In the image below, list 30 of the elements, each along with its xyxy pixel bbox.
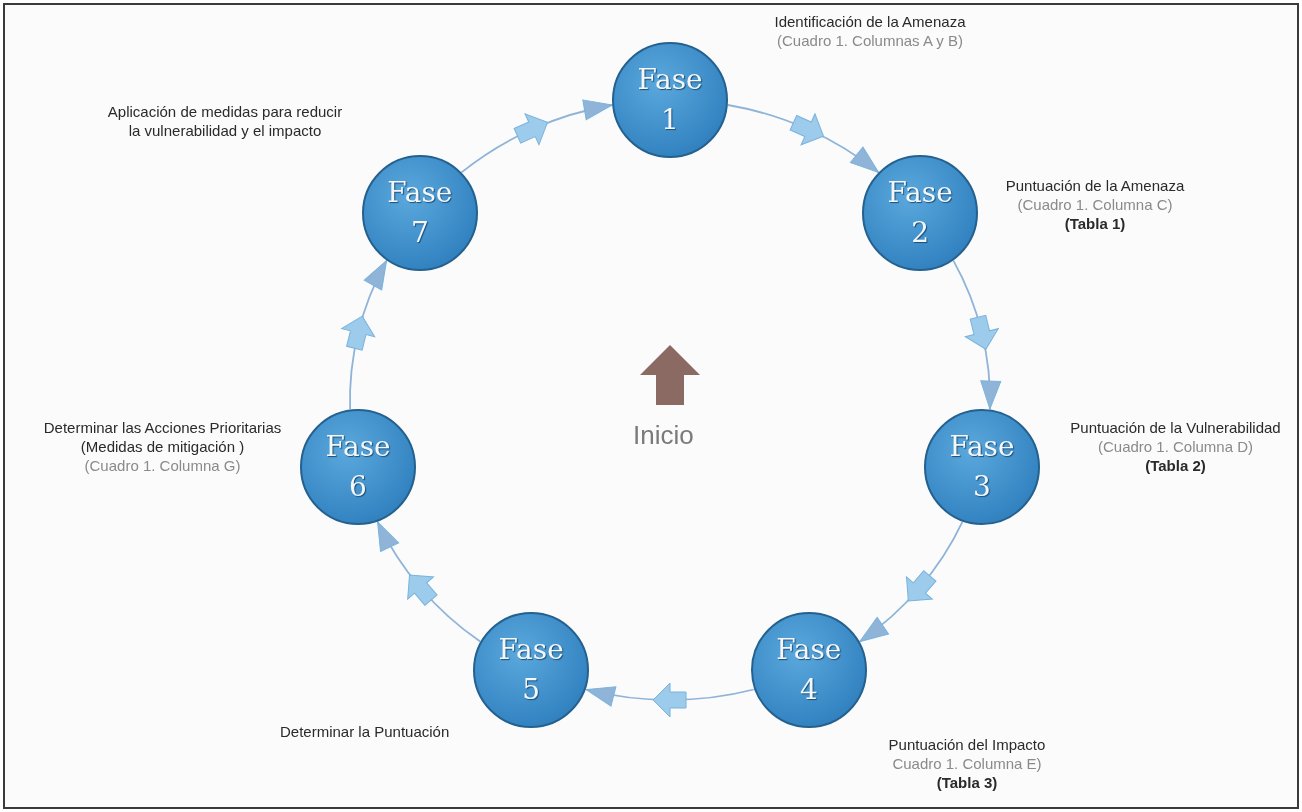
table-reference: (Tabla 3) <box>935 773 999 792</box>
phase-description: Aplicación de medidas para reducir la vulnerabilidad y el impacto <box>106 102 344 140</box>
table-reference: (Tabla 1) <box>1063 214 1127 233</box>
phase-description: Identificación de la Amenaza <box>773 12 967 31</box>
reference-note: (Cuadro 1. Columna D) <box>1096 437 1255 456</box>
phase-label: Fase 6 <box>324 428 392 505</box>
arrow <box>585 683 755 717</box>
phase-description: Determinar la Puntuación <box>280 722 451 741</box>
reference-note: (Cuadro 1. Columnas A y B) <box>776 31 964 50</box>
phase-description: Determinar las Acciones Prioritarias (Medidas de mitigación ) <box>42 418 283 456</box>
arrow <box>727 104 880 174</box>
arrow <box>460 99 613 174</box>
phase-label: Fase 1 <box>636 62 704 138</box>
phase-label: Fase 4 <box>775 632 843 709</box>
phase-description: Puntuación de la Amenaza <box>1004 176 1186 195</box>
arrow <box>952 259 1002 410</box>
phase-label: Fase 2 <box>886 174 954 251</box>
table-reference: (Tabla 2) <box>1144 456 1207 475</box>
reference-note: (Cuadro 1. Columna G) <box>83 456 242 475</box>
phase-description: Puntuación de la Vulnerabilidad <box>1069 418 1282 437</box>
reference-note: (Cuadro 1. Columna C) <box>1016 195 1174 214</box>
phase-label: Fase 3 <box>948 428 1016 505</box>
start-label: Inicio <box>633 420 694 451</box>
phase-label: Fase 7 <box>386 174 454 251</box>
arrow <box>376 521 482 643</box>
arrow <box>340 259 388 410</box>
phase-label: Fase 5 <box>497 632 565 709</box>
phase-description: Puntuación del Impacto <box>887 735 1047 754</box>
arrow <box>858 521 964 643</box>
reference-note: Cuadro 1. Columna E) <box>891 754 1043 773</box>
